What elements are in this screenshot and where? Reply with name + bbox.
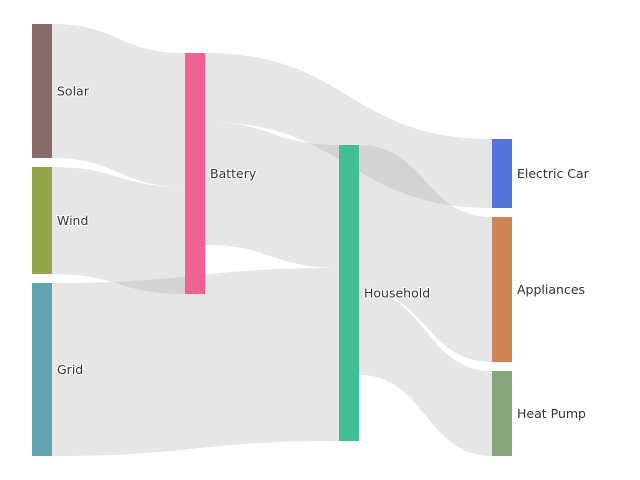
node-heat-pump [492,371,512,456]
node-wind [32,167,52,274]
link-battery-to-electric-car [205,53,492,208]
link-battery-to-household [205,122,339,268]
link-wind-to-battery [52,167,185,294]
link-household-to-appliances [359,145,492,362]
link-solar-to-battery [52,24,185,187]
link-grid-to-household [52,268,339,456]
node-label-battery: Battery [210,166,257,181]
node-grid [32,283,52,456]
node-appliances [492,217,512,362]
node-label-grid: Grid [57,362,83,377]
node-solar [32,24,52,158]
node-label-appliances: Appliances [517,282,585,297]
node-label-heat-pump: Heat Pump [517,406,586,421]
node-electric-car [492,139,512,208]
node-battery [185,53,205,294]
node-label-household: Household [364,286,430,301]
nodes-layer [32,24,512,456]
links-layer [52,24,492,456]
link-household-to-heat-pump [359,290,492,456]
node-label-electric-car: Electric Car [517,166,590,181]
node-label-solar: Solar [57,84,90,99]
node-household [339,145,359,441]
node-label-wind: Wind [57,213,88,228]
